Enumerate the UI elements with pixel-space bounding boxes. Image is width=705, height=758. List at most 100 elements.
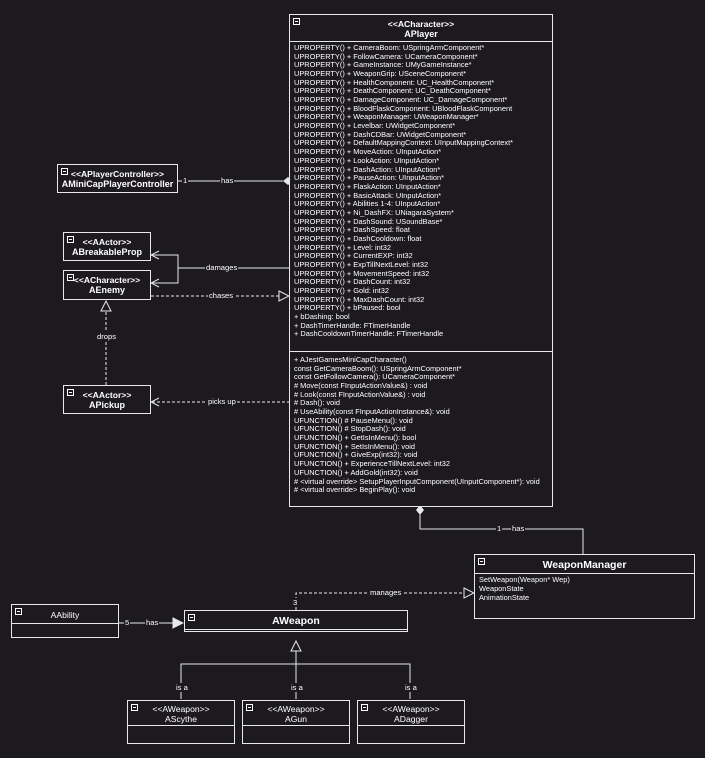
attribute-row: UPROPERTY() + DamageComponent: UC_Damage… [294,95,508,105]
edge-label-drops: drops [96,332,117,341]
multiplicity-label: 5 [124,618,131,627]
collapse-icon[interactable] [361,704,368,711]
attribute-row: UPROPERTY() + PauseAction: UInputAction* [294,173,444,183]
class-name: AAbility [50,610,80,620]
edge-label-is-a: is a [404,683,418,692]
multiplicity-label: 1 [496,524,503,533]
method-row: # Dash(): void [294,398,341,408]
attribute-row: + bDashing: bool [294,312,350,322]
attribute-row: UPROPERTY() + FollowCamera: UCameraCompo… [294,51,478,61]
ability-class[interactable]: AAbility [11,604,119,638]
method-row: # <virtual override> SetupPlayerInputCom… [294,476,540,486]
collapse-icon[interactable] [67,389,74,396]
collapse-icon[interactable] [131,704,138,711]
multiplicity-label: 3 [292,598,299,607]
class-stereotype: <<AWeapon>> [382,704,440,714]
method-row: # Move(const FInputActionValue&) : void [294,381,428,391]
class-name: AWeapon [272,615,320,627]
collapse-icon[interactable] [293,18,300,25]
attribute-row: UPROPERTY() + DashCDBar: UWidgetComponen… [294,129,467,139]
edge-label-has: has [511,524,526,533]
attribute-row: UPROPERTY() + Ni_DashFX: UNiagaraSystem* [294,207,454,217]
method-row: UFUNCTION() + ExperienceTillNextLevel: i… [294,459,451,469]
method-row: UFUNCTION() + GetIsInMenu(): bool [294,433,417,443]
collapse-icon[interactable] [61,168,68,175]
method-row: const GetFollowCamera(): UCameraComponen… [294,372,456,382]
edge-label-manages: manages [369,588,403,597]
member: AnimationState [479,593,530,602]
collapse-icon[interactable] [188,614,195,621]
collapse-icon[interactable] [246,704,253,711]
class-name: ADagger [394,714,428,724]
collapse-icon[interactable] [67,274,74,281]
class-stereotype: <<AActor>> [82,390,132,400]
class-stereotype: <<ACharacter>> [73,275,141,285]
divider [128,725,234,726]
aweapon-class[interactable]: AWeapon [184,610,408,632]
method-row: UFUNCTION() # StopDash(): void [294,424,406,434]
method-row: const GetCameraBoom(): USpringArmCompone… [294,363,462,373]
edge-label-picks-up: picks up [207,397,237,406]
attribute-row: UPROPERTY() + WeaponGrip: USceneComponen… [294,69,467,79]
composition-diamond-weaponmanager [416,505,424,515]
attribute-row: UPROPERTY() + CameraBoom: USpringArmComp… [294,43,485,52]
method-row: # <virtual override> BeginPlay(): void [294,485,416,495]
method-row: UFUNCTION() + GiveExp(int32): void [294,450,418,460]
edge-label-has: has [145,618,160,627]
edge-label-has: has [220,176,235,185]
divider [358,725,464,726]
class-name: WeaponManager [542,559,627,571]
attribute-row: UPROPERTY() + FlaskAction: UInputAction* [294,181,441,191]
method-row: # UseAbility(const FInputActionInstance&… [294,407,450,417]
class-stereotype: <<APlayerController>> [70,169,165,179]
edge-weaponmanager-has [419,515,584,555]
attribute-row: UPROPERTY() + MovementSpeed: int32 [294,268,430,278]
adagger-class[interactable]: <<AWeapon>> ADagger [357,700,465,744]
attribute-row: UPROPERTY() + Level: int32 [294,242,392,252]
attribute-row: UPROPERTY() + MaxDashCount: int32 [294,294,425,304]
class-stereotype: <<AWeapon>> [267,704,325,714]
edge-label-is-a: is a [175,683,189,692]
attribute-row: + DashCooldownTimerHandle: FTimerHandle [294,329,444,339]
class-name: AScythe [164,714,197,724]
member: SetWeapon(Weapon* Wep) [479,575,570,584]
collapse-icon[interactable] [478,558,485,565]
member: WeaponState [479,584,524,593]
class-name: AGun [285,714,307,724]
method-row: # Look(const FInputActionValue&) : void [294,389,426,399]
collapse-icon[interactable] [67,236,74,243]
collapse-icon[interactable] [15,608,22,615]
attribute-row: UPROPERTY() + DashAction: UInputAction* [294,164,441,174]
attribute-row: + DashTimerHandle: FTimerHandle [294,320,411,330]
class-name: APlayer [404,29,438,39]
divider [185,629,407,630]
aplayer-class[interactable]: <<ACharacter>> APlayer UPROPERTY() + Cam… [289,14,553,507]
agun-class[interactable]: <<AWeapon>> AGun [242,700,350,744]
class-name: AMiniCapPlayerController [61,179,174,189]
method-row: UFUNCTION() + SetIsInMenu(): void [294,441,415,451]
weaponmanager-class[interactable]: WeaponManager SetWeapon(Weapon* Wep) Wea… [474,554,695,619]
attribute-row: UPROPERTY() + DashCount: int32 [294,277,411,287]
attribute-row: UPROPERTY() + Levelbar: UWidgetComponent… [294,121,456,131]
class-name: APickup [88,400,125,410]
class-stereotype: <<AActor>> [82,237,132,247]
pickup-class[interactable]: <<AActor>> APickup [63,385,151,414]
class-name: ABreakableProp [71,247,143,257]
attribute-row: UPROPERTY() + DefaultMappingContext: UIn… [294,138,514,148]
attribute-row: UPROPERTY() + DashSound: USoundBase* [294,216,443,226]
controller-class[interactable]: <<APlayerController>> AMiniCapPlayerCont… [57,164,178,193]
attribute-row: UPROPERTY() + WeaponManager: UWeaponMana… [294,112,479,122]
divider [290,351,552,352]
edge-label-chases: chases [208,291,235,300]
class-stereotype: <<ACharacter>> [387,19,455,29]
attribute-row: UPROPERTY() + DeathComponent: UC_DeathCo… [294,86,491,96]
attribute-row: UPROPERTY() + Abilities 1-4: UInputActio… [294,199,441,209]
ascythe-class[interactable]: <<AWeapon>> AScythe [127,700,235,744]
edge-label-damages: damages [205,263,239,272]
breakable-prop-class[interactable]: <<AActor>> ABreakableProp [63,232,151,261]
divider [12,623,118,624]
divider [475,573,694,574]
attribute-row: UPROPERTY() + GameInstance: UMyGameInsta… [294,60,472,70]
enemy-class[interactable]: <<ACharacter>> AEnemy [63,270,151,300]
class-stereotype: <<AWeapon>> [152,704,210,714]
